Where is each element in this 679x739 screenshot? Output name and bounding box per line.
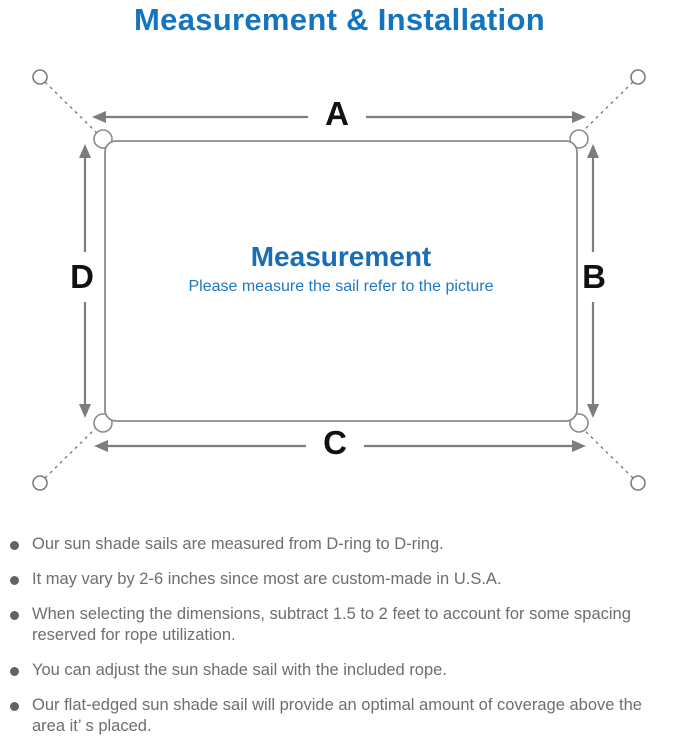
note-item: Our sun shade sails are measured from D-…: [8, 534, 673, 555]
anchor-point-top-left: [32, 69, 48, 85]
note-item: Our flat-edged sun shade sail will provi…: [8, 695, 673, 737]
dimension-c-arrowhead-left: [94, 440, 108, 452]
note-text: You can adjust the sun shade sail with t…: [32, 661, 447, 679]
dimension-d-arrowhead-down: [79, 404, 91, 418]
dimension-c-arrowhead-right: [572, 440, 586, 452]
anchor-line-bottom-right: [579, 425, 634, 479]
dimension-d-arrowhead-up: [79, 144, 91, 158]
sail-measurement-diagram: A B C D Measurement Please measure the s…: [32, 69, 646, 491]
d-ring-top-left: [93, 129, 113, 149]
sail-outline: [104, 140, 578, 422]
bullet-icon: [10, 702, 19, 711]
d-ring-bottom-right: [569, 413, 589, 433]
bullet-icon: [10, 541, 19, 550]
notes-list: Our sun shade sails are measured from D-…: [0, 534, 679, 737]
dimension-a-arrowhead-left: [92, 111, 106, 123]
note-item: You can adjust the sun shade sail with t…: [8, 660, 673, 681]
anchor-line-top-left: [44, 81, 99, 135]
dimension-b-arrowhead-down: [587, 404, 599, 418]
dimension-label-a: A: [325, 95, 349, 132]
anchor-point-bottom-right: [630, 475, 646, 491]
anchor-line-bottom-left: [44, 425, 99, 479]
note-text: It may vary by 2-6 inches since most are…: [32, 570, 502, 588]
note-text: Our sun shade sails are measured from D-…: [32, 535, 444, 553]
anchor-line-top-right: [579, 81, 634, 135]
dimension-a-arrowhead-right: [572, 111, 586, 123]
note-item: When selecting the dimensions, subtract …: [8, 604, 673, 646]
anchor-point-bottom-left: [32, 475, 48, 491]
diagram-center-text: Measurement Please measure the sail refe…: [105, 242, 577, 297]
note-text: When selecting the dimensions, subtract …: [32, 605, 631, 644]
measurement-heading: Measurement: [250, 241, 432, 272]
dimension-label-b: B: [582, 258, 606, 295]
note-text: Our flat-edged sun shade sail will provi…: [32, 696, 642, 735]
note-item: It may vary by 2-6 inches since most are…: [8, 569, 673, 590]
bullet-icon: [10, 576, 19, 585]
sail-diagram-canvas: [32, 69, 646, 491]
d-ring-top-right: [569, 129, 589, 149]
measurement-subtitle: Please measure the sail refer to the pic…: [188, 278, 494, 295]
bullet-icon: [10, 611, 19, 620]
dimension-label-c: C: [323, 424, 347, 461]
page-title: Measurement & Installation: [134, 2, 545, 37]
bullet-icon: [10, 667, 19, 676]
dimension-label-d: D: [70, 258, 94, 295]
d-ring-bottom-left: [93, 413, 113, 433]
anchor-point-top-right: [630, 69, 646, 85]
dimension-b-arrowhead-up: [587, 144, 599, 158]
